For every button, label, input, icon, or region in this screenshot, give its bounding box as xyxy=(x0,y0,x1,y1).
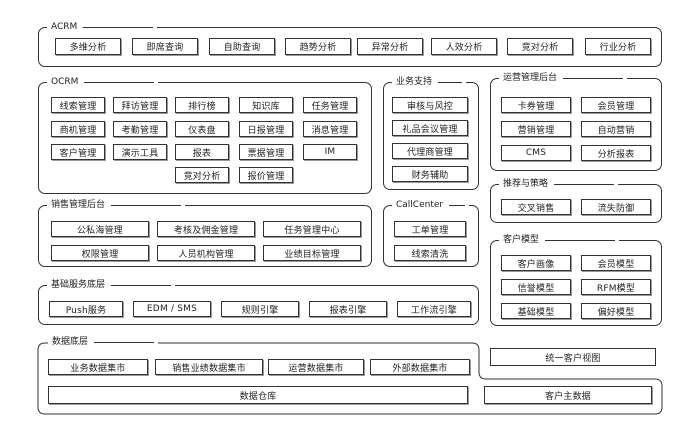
ocrm-item-ranking[interactable]: 排行榜 xyxy=(175,97,229,113)
acrm-item-efficiency[interactable]: 人效分析 xyxy=(431,38,497,55)
base-services-title: 基础服务底层 xyxy=(51,280,106,290)
base-item-report-engine[interactable]: 报表引擎 xyxy=(309,301,387,317)
recommend-item-churn-defense[interactable]: 流失防御 xyxy=(581,199,651,215)
acrm-title: ACRM xyxy=(51,22,78,32)
base-item-workflow-engine[interactable]: 工作流引擎 xyxy=(397,301,471,317)
ops-item-coupon[interactable]: 卡券管理 xyxy=(501,97,571,113)
biz-support-item-audit[interactable]: 审核与风控 xyxy=(392,97,468,113)
biz-support-group: 业务支持 审核与风控 礼品会议管理 代理商管理 财务辅助 xyxy=(383,75,479,190)
ocrm-item-quotation[interactable]: 报价管理 xyxy=(239,167,293,183)
model-item-rfm[interactable]: RFM模型 xyxy=(581,279,651,295)
model-item-member[interactable]: 会员模型 xyxy=(581,255,651,271)
recommend-group: 推荐与策略 交叉销售 流失防御 xyxy=(490,177,662,223)
ocrm-item-invoice[interactable]: 票据管理 xyxy=(239,144,293,160)
acrm-item-anomaly[interactable]: 异常分析 xyxy=(357,38,423,55)
ocrm-item-im[interactable]: IM xyxy=(303,144,357,160)
unified-customer-view[interactable]: 统一客户视图 xyxy=(490,348,656,366)
base-services-group: 基础服务底层 Push服务 EDM / SMS 规则引擎 报表引擎 工作流引擎 xyxy=(38,278,479,325)
data-item-operation-mart[interactable]: 运营数据集市 xyxy=(268,359,364,375)
biz-support-item-agent[interactable]: 代理商管理 xyxy=(392,143,468,159)
ocrm-item-dashboard[interactable]: 仪表盘 xyxy=(175,121,229,137)
ocrm-title: OCRM xyxy=(51,77,79,87)
biz-support-title: 业务支持 xyxy=(396,77,433,87)
ops-item-analytics-report[interactable]: 分析报表 xyxy=(581,145,651,161)
callcenter-item-ticket[interactable]: 工单管理 xyxy=(394,221,466,237)
base-item-push[interactable]: Push服务 xyxy=(49,301,123,317)
base-item-edm-sms[interactable]: EDM / SMS xyxy=(133,301,211,317)
ocrm-item-task[interactable]: 任务管理 xyxy=(303,97,357,113)
callcenter-item-lead-cleaning[interactable]: 线索清洗 xyxy=(394,245,466,261)
model-item-preference[interactable]: 偏好模型 xyxy=(581,303,651,319)
acrm-item-multidim[interactable]: 多维分析 xyxy=(55,38,121,55)
ops-item-marketing[interactable]: 营销管理 xyxy=(501,121,571,137)
ocrm-item-attendance[interactable]: 考勤管理 xyxy=(113,121,167,137)
ocrm-item-message[interactable]: 消息管理 xyxy=(303,121,357,137)
sales-item-task-center[interactable]: 任务管理中心 xyxy=(263,221,361,237)
ocrm-item-lead[interactable]: 线索管理 xyxy=(51,97,105,113)
customer-model-title: 客户模型 xyxy=(503,235,540,245)
sales-backend-group: 销售管理后台 公私海管理 考核及佣金管理 任务管理中心 权限管理 人员机构管理 … xyxy=(38,198,372,267)
ops-backend-title: 运营管理后台 xyxy=(503,73,558,83)
ocrm-item-competitor[interactable]: 竞对分析 xyxy=(175,167,229,183)
sales-item-public-private-pool[interactable]: 公私海管理 xyxy=(51,221,149,237)
ocrm-item-demo-tool[interactable]: 演示工具 xyxy=(113,144,167,160)
ocrm-item-daily-report[interactable]: 日报管理 xyxy=(239,121,293,137)
ops-item-cms[interactable]: CMS xyxy=(501,145,571,161)
model-item-credit[interactable]: 信誉模型 xyxy=(501,279,571,295)
ops-item-member[interactable]: 会员管理 xyxy=(581,97,651,113)
ocrm-item-customer[interactable]: 客户管理 xyxy=(51,144,105,160)
data-item-external-mart[interactable]: 外部数据集市 xyxy=(370,359,470,375)
callcenter-title: CallCenter xyxy=(396,200,444,210)
ocrm-item-knowledge[interactable]: 知识库 xyxy=(239,97,293,113)
customer-model-group: 客户模型 客户画像 会员模型 信誉模型 RFM模型 基础模型 偏好模型 xyxy=(490,233,662,326)
sales-item-org-personnel[interactable]: 人员机构管理 xyxy=(157,245,255,261)
ops-backend-group: 运营管理后台 卡券管理 会员管理 营销管理 自动营销 CMS 分析报表 xyxy=(490,71,662,171)
ocrm-item-opportunity[interactable]: 商机管理 xyxy=(51,121,105,137)
callcenter-group: CallCenter 工单管理 线索清洗 xyxy=(383,198,479,267)
customer-master-data[interactable]: 客户主数据 xyxy=(484,386,652,404)
ops-item-auto-marketing[interactable]: 自动营销 xyxy=(581,121,651,137)
recommend-title: 推荐与策略 xyxy=(503,179,549,189)
data-item-business-mart[interactable]: 业务数据集市 xyxy=(48,359,148,375)
sales-item-performance-goal[interactable]: 业绩目标管理 xyxy=(263,245,361,261)
sales-item-assessment-commission[interactable]: 考核及佣金管理 xyxy=(157,221,255,237)
ocrm-item-visit[interactable]: 拜访管理 xyxy=(113,97,167,113)
acrm-group: ACRM 多维分析 即席查询 自助查询 趋势分析 异常分析 人效分析 竞对分析 … xyxy=(38,20,662,67)
acrm-item-industry[interactable]: 行业分析 xyxy=(585,38,651,55)
biz-support-item-finance[interactable]: 财务辅助 xyxy=(392,166,468,182)
sales-backend-title: 销售管理后台 xyxy=(51,200,106,210)
model-item-basic[interactable]: 基础模型 xyxy=(501,303,571,319)
acrm-item-competitor[interactable]: 竞对分析 xyxy=(507,38,573,55)
acrm-item-self-query[interactable]: 自助查询 xyxy=(209,38,275,55)
data-layer-title: 数据底层 xyxy=(52,337,89,347)
base-item-rule-engine[interactable]: 规则引擎 xyxy=(221,301,299,317)
ocrm-group: OCRM 线索管理 拜访管理 排行榜 知识库 任务管理 商机管理 考勤管理 仪表… xyxy=(38,75,372,194)
biz-support-item-gift-meeting[interactable]: 礼品会议管理 xyxy=(392,120,468,136)
recommend-item-cross-sell[interactable]: 交叉销售 xyxy=(501,199,571,215)
acrm-item-trend[interactable]: 趋势分析 xyxy=(285,38,351,55)
data-warehouse[interactable]: 数据仓库 xyxy=(48,386,468,404)
ocrm-item-report[interactable]: 报表 xyxy=(175,144,229,160)
model-item-customer-profile[interactable]: 客户画像 xyxy=(501,255,571,271)
acrm-item-adhoc-query[interactable]: 即席查询 xyxy=(132,38,198,55)
sales-item-permission[interactable]: 权限管理 xyxy=(51,245,149,261)
data-item-sales-performance-mart[interactable]: 销售业绩数据集市 xyxy=(155,359,263,375)
